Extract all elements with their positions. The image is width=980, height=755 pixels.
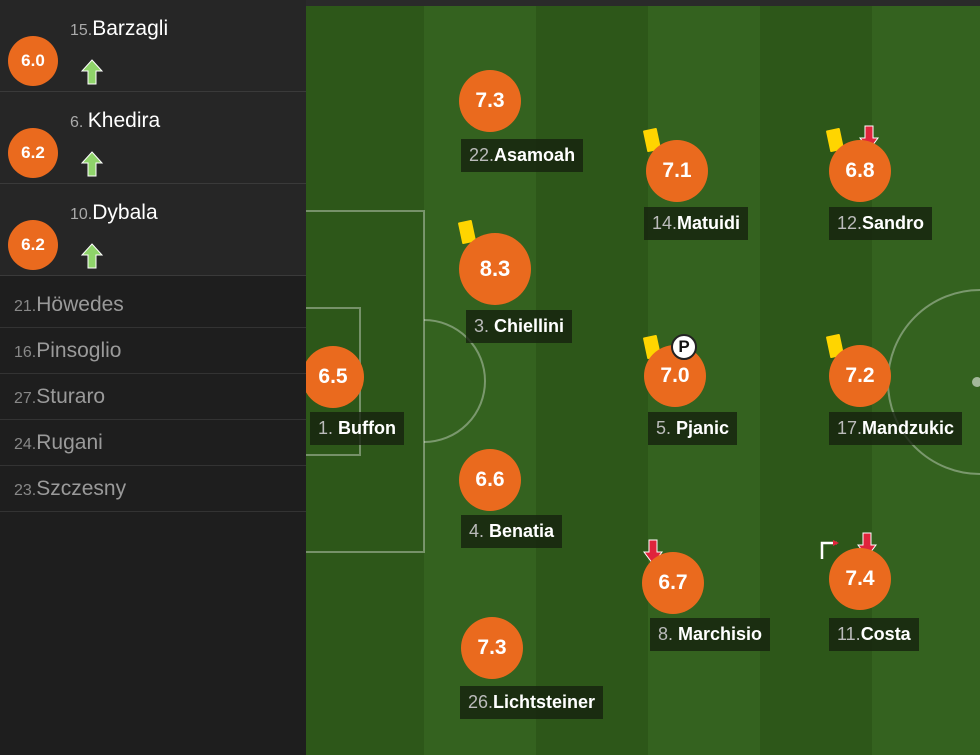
shirt-number: 21. bbox=[14, 298, 37, 315]
shirt-number: 17. bbox=[837, 418, 863, 438]
player-surname: Sturaro bbox=[36, 385, 106, 408]
player-surname: Matuidi bbox=[677, 213, 741, 233]
substitutes-panel: 6.0 15.Barzagli 6.2 6. Khedira 6.2 10.Dy… bbox=[0, 0, 306, 755]
player-surname: Asamoah bbox=[494, 145, 576, 165]
shirt-number: 24. bbox=[14, 436, 37, 453]
shirt-number: 26. bbox=[468, 692, 494, 712]
player-name: 10.Dybala bbox=[70, 201, 158, 225]
shirt-number: 5. bbox=[656, 418, 677, 438]
player-label: 12.Sandro bbox=[829, 207, 933, 240]
shirt-number: 12. bbox=[837, 213, 863, 233]
substitute-row[interactable]: 6.2 6. Khedira bbox=[0, 92, 306, 184]
player-surname: Chiellini bbox=[494, 316, 565, 336]
substitute-row[interactable]: 6.2 10.Dybala bbox=[0, 184, 306, 276]
rating-badge: 6.2 bbox=[8, 220, 58, 270]
substitution-in-icon bbox=[80, 59, 104, 85]
rating-badge: 6.5 bbox=[306, 346, 364, 408]
rating-badge: 6.2 bbox=[8, 128, 58, 178]
shirt-number: 3. bbox=[474, 316, 495, 336]
rating-badge: 6.0 bbox=[8, 36, 58, 86]
shirt-number: 11. bbox=[837, 624, 861, 644]
player-surname: Szczesny bbox=[36, 477, 127, 500]
player-surname: Khedira bbox=[87, 109, 161, 132]
player-surname: Buffon bbox=[338, 418, 396, 438]
player-surname: Pinsoglio bbox=[36, 339, 122, 362]
bench-player-row[interactable]: 16.Pinsoglio bbox=[0, 328, 306, 374]
player-label: 4. Benatia bbox=[461, 515, 563, 548]
rating-badge: 6.7 bbox=[642, 552, 704, 614]
shirt-number: 8. bbox=[658, 624, 679, 644]
player-label: 26.Lichtsteiner bbox=[460, 686, 604, 719]
player-surname: Höwedes bbox=[36, 293, 124, 316]
shirt-number: 1. bbox=[318, 418, 339, 438]
player-name: 15.Barzagli bbox=[70, 17, 168, 41]
player-surname: Marchisio bbox=[678, 624, 763, 644]
player-label: 11.Costa bbox=[829, 618, 919, 651]
assist-icon bbox=[820, 540, 839, 559]
player-name: 6. Khedira bbox=[70, 109, 160, 133]
pitch: 6.5 1. Buffon 7.3 22.Asamoah 8.3 3. Chie… bbox=[306, 6, 980, 755]
rating-badge: 7.4 bbox=[829, 548, 891, 610]
shirt-number: 15. bbox=[70, 22, 93, 39]
shirt-number: 6. bbox=[70, 114, 88, 131]
player-label: 5. Pjanic bbox=[648, 412, 738, 445]
rating-badge: 8.3 bbox=[459, 233, 531, 305]
rating-badge: 7.3 bbox=[459, 70, 521, 132]
bench-player-row[interactable]: 24.Rugani bbox=[0, 420, 306, 466]
player-surname: Sandro bbox=[862, 213, 925, 233]
shirt-number: 14. bbox=[652, 213, 678, 233]
bench-player-row[interactable]: 27.Sturaro bbox=[0, 374, 306, 420]
player-surname: Rugani bbox=[36, 431, 103, 454]
substitution-in-icon bbox=[80, 151, 104, 177]
player-surname: Benatia bbox=[489, 521, 555, 541]
shirt-number: 16. bbox=[14, 344, 37, 361]
rating-badge: 7.2 bbox=[829, 345, 891, 407]
player-surname: Barzagli bbox=[92, 17, 169, 40]
shirt-number: 23. bbox=[14, 482, 37, 499]
player-surname: Mandzukic bbox=[862, 418, 955, 438]
rating-badge: 7.3 bbox=[461, 617, 523, 679]
pitch-stripe bbox=[536, 6, 648, 755]
player-label: 14.Matuidi bbox=[644, 207, 749, 240]
player-surname: Pjanic bbox=[676, 418, 730, 438]
rating-badge: 6.8 bbox=[829, 140, 891, 202]
player-label: 8. Marchisio bbox=[650, 618, 771, 651]
bench-player-row[interactable]: 21.Höwedes bbox=[0, 282, 306, 328]
shirt-number: 27. bbox=[14, 390, 37, 407]
bench-player-row[interactable]: 23.Szczesny bbox=[0, 466, 306, 512]
player-label: 1. Buffon bbox=[310, 412, 404, 445]
shirt-number: 10. bbox=[70, 206, 93, 223]
player-surname: Lichtsteiner bbox=[493, 692, 596, 712]
shirt-number: 4. bbox=[469, 521, 490, 541]
player-surname: Dybala bbox=[92, 201, 158, 224]
player-label: 17.Mandzukic bbox=[829, 412, 963, 445]
player-label: 3. Chiellini bbox=[466, 310, 573, 343]
substitution-in-icon bbox=[80, 243, 104, 269]
penalty-icon: P bbox=[671, 334, 697, 360]
player-label: 22.Asamoah bbox=[461, 139, 584, 172]
rating-badge: 6.6 bbox=[459, 449, 521, 511]
player-surname: Costa bbox=[860, 624, 911, 644]
top-bar bbox=[0, 0, 980, 6]
shirt-number: 22. bbox=[469, 145, 495, 165]
rating-badge: 7.1 bbox=[646, 140, 708, 202]
substitute-row[interactable]: 6.0 15.Barzagli bbox=[0, 0, 306, 92]
